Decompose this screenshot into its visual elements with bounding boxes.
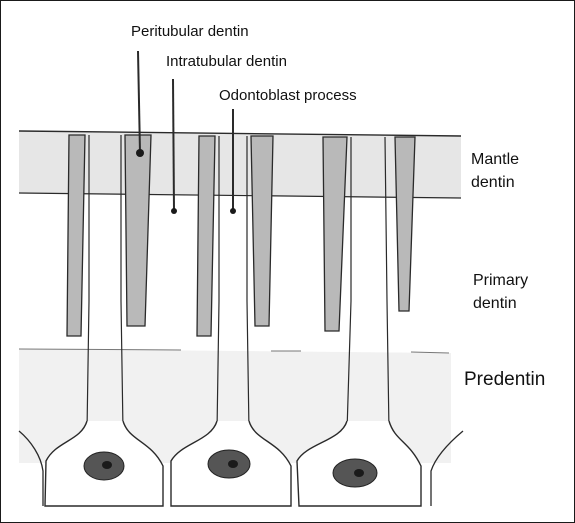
label-mantle-line1: Mantle <box>471 148 519 171</box>
label-mantle-dentin: Mantle dentin <box>471 148 519 194</box>
label-odontoblast-process: Odontoblast process <box>219 87 357 104</box>
label-intratubular-dentin: Intratubular dentin <box>166 53 287 70</box>
label-primary-line2: dentin <box>473 292 528 315</box>
label-primary-line1: Primary <box>473 269 528 292</box>
label-predentin: Predentin <box>464 369 545 391</box>
label-mantle-line2: dentin <box>471 171 519 194</box>
label-peritubular-dentin: Peritubular dentin <box>131 23 249 40</box>
label-primary-dentin: Primary dentin <box>473 269 528 315</box>
